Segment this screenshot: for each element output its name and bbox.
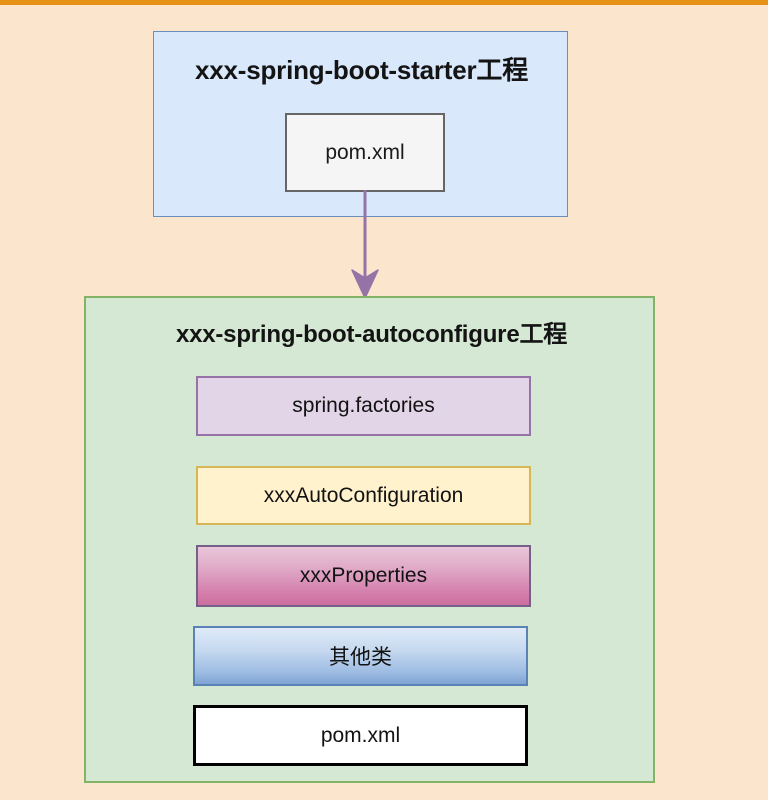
top-accent-bar xyxy=(0,0,768,5)
other-classes-node[interactable]: 其他类 xyxy=(193,626,528,686)
spring-factories-node[interactable]: spring.factories xyxy=(196,376,531,436)
starter-pom-xml-node[interactable]: pom.xml xyxy=(285,113,445,192)
xxx-properties-node[interactable]: xxxProperties xyxy=(196,545,531,607)
starter-module-title: xxx-spring-boot-starter工程 xyxy=(194,55,529,85)
diagram-canvas: xxx-spring-boot-starter工程 pom.xml xxx-sp… xyxy=(0,5,768,800)
connector-arrow-down-icon xyxy=(351,190,379,299)
xxx-auto-configuration-node[interactable]: xxxAutoConfiguration xyxy=(196,466,531,525)
autoconfigure-pom-xml-node[interactable]: pom.xml xyxy=(193,705,528,766)
autoconfigure-module-title: xxx-spring-boot-autoconfigure工程 xyxy=(175,321,568,348)
